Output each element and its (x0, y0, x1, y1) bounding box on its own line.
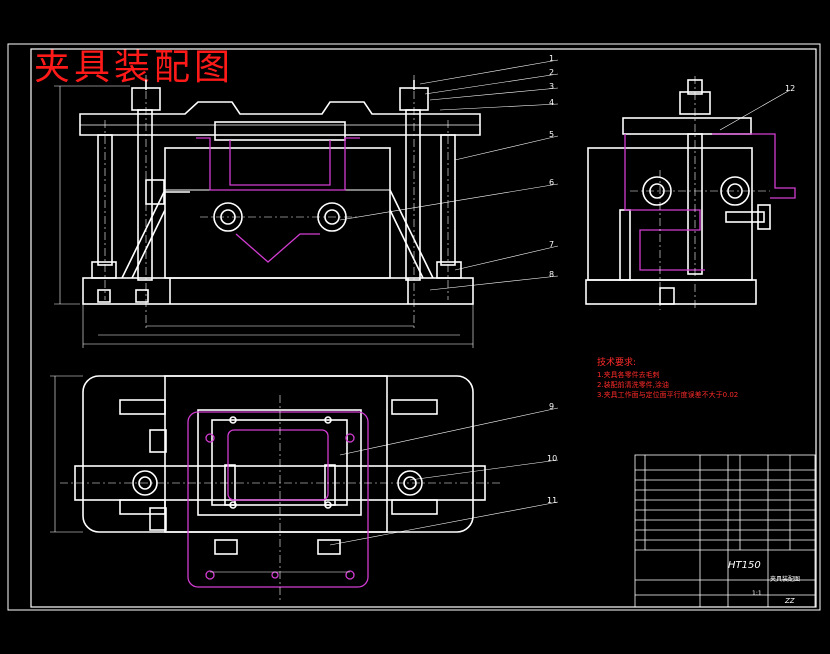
tech-notes-heading: 技术要求: (597, 358, 637, 368)
title-block-scale: 1:1 (752, 590, 762, 597)
top-view (74, 375, 486, 555)
part-label-1: 1 (549, 54, 555, 63)
outer-frame (7, 43, 821, 611)
part-label-9: 9 (549, 402, 555, 411)
part-label-10: 10 (547, 454, 558, 463)
title-block (634, 454, 816, 608)
part-label-3: 3 (549, 82, 555, 91)
tech-note-2: 2.装配前清洗零件,涂油 (597, 381, 669, 389)
top-view-workpiece (187, 411, 369, 588)
tech-note-1: 1.夹具各零件去毛刺 (597, 371, 660, 379)
part-label-5: 5 (549, 130, 555, 139)
part-label-8: 8 (549, 270, 555, 279)
side-view-workpiece (624, 133, 796, 271)
part-label-7: 7 (549, 240, 555, 249)
part-label-2: 2 (549, 68, 555, 77)
drawing-title: 夹具装配图 (34, 47, 235, 88)
title-block-material: HT150 (728, 560, 761, 571)
front-view-workpiece (196, 137, 360, 263)
leader-lines (329, 59, 791, 546)
tech-notes: 技术要求: 1.夹具各零件去毛刺 2.装配前清洗零件,涂油 3.夹具工作面与定位… (597, 358, 738, 400)
top-dimensions (50, 375, 350, 573)
front-view-centerlines (104, 75, 449, 330)
front-view (79, 80, 481, 305)
inner-frame (30, 48, 817, 608)
part-label-12: 12 (785, 84, 796, 93)
top-view-centerlines (60, 395, 500, 600)
title-block-code: ZZ (785, 597, 795, 605)
tech-note-3: 3.夹具工作面与定位面平行度误差不大于0.02 (597, 391, 739, 399)
title-block-name: 夹具装配图 (770, 576, 801, 583)
part-label-4: 4 (549, 98, 555, 107)
front-dimensions (54, 85, 474, 348)
part-label-6: 6 (549, 178, 555, 187)
part-label-11: 11 (547, 496, 558, 505)
side-view-centerlines (630, 76, 770, 310)
